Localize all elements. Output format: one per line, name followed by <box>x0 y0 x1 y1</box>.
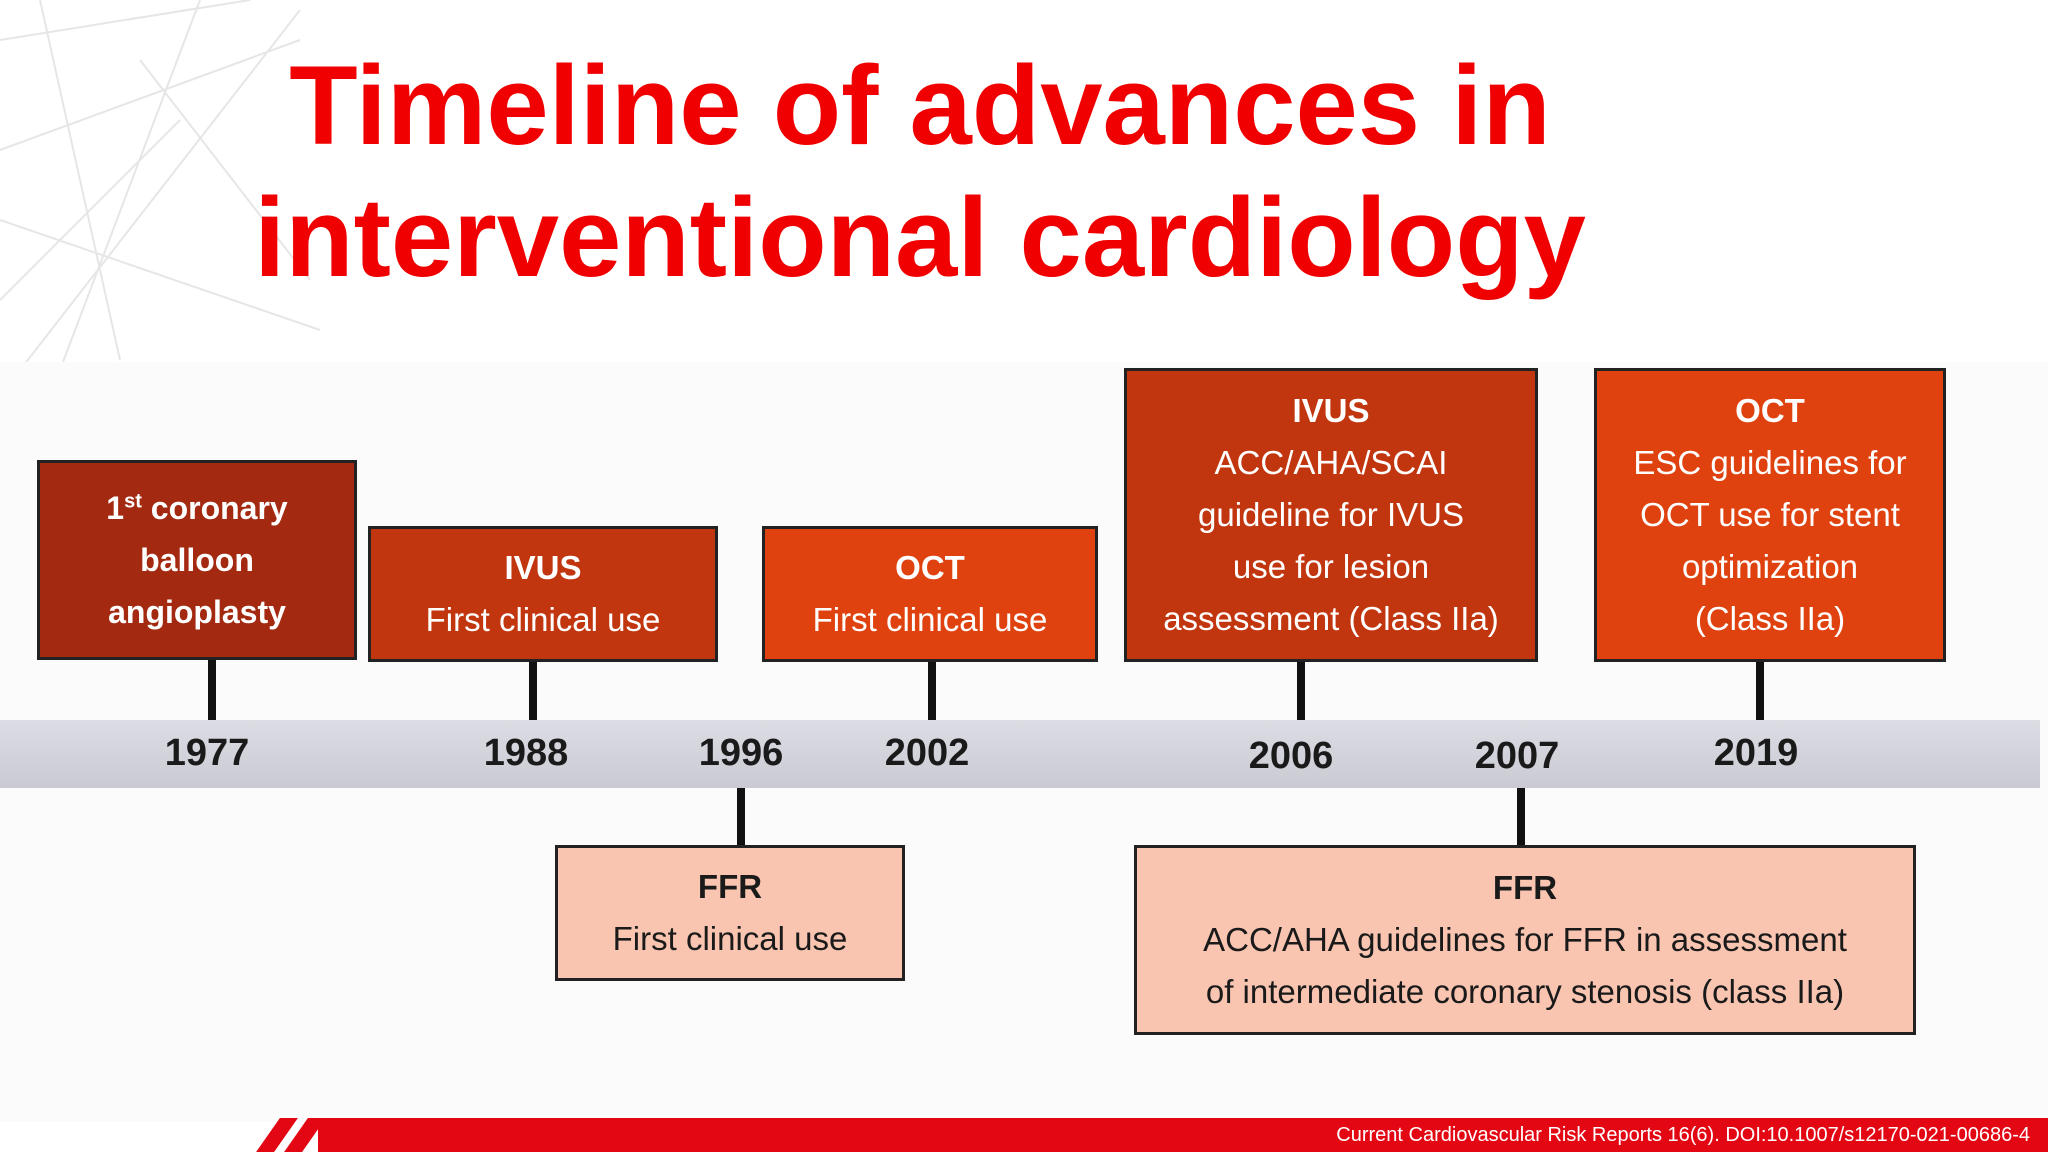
milestone-line: assessment (Class IIa) <box>1163 600 1499 637</box>
year-label-2007: 2007 <box>1474 735 1560 777</box>
milestone-line: angioplasty <box>108 594 286 630</box>
footer-band: Current Cardiovascular Risk Reports 16(6… <box>318 1118 2048 1152</box>
connector-1996 <box>737 788 745 846</box>
connector-2002 <box>928 660 936 720</box>
timeline-axis-bar <box>0 720 2040 788</box>
milestone-box-1977: 1st coronary balloon angioplasty <box>37 460 357 660</box>
milestone-box-2006: IVUS ACC/AHA/SCAI guideline for IVUS use… <box>1124 368 1538 662</box>
slide-title-line2: interventional cardiology <box>254 175 1586 300</box>
milestone-heading: OCT <box>1735 392 1805 429</box>
year-label-1988: 1988 <box>483 732 569 774</box>
year-label-1977: 1977 <box>164 732 250 774</box>
connector-2019 <box>1756 660 1764 720</box>
milestone-line: use for lesion <box>1232 548 1430 585</box>
ordinal-suffix: st <box>124 490 142 513</box>
milestone-line: balloon <box>140 542 254 578</box>
ordinal-number: 1 <box>106 490 125 526</box>
milestone-text: coronary <box>150 490 288 526</box>
milestone-line: ACC/AHA guidelines for FFR in assessment <box>1203 921 1847 958</box>
milestone-heading: FFR <box>1492 869 1558 906</box>
citation-text: Current Cardiovascular Risk Reports 16(6… <box>1336 1124 2030 1146</box>
footer-bar: Current Cardiovascular Risk Reports 16(6… <box>0 1118 2048 1152</box>
milestone-line: First clinical use <box>612 920 848 957</box>
milestone-box-2007: FFR ACC/AHA guidelines for FFR in assess… <box>1134 845 1916 1035</box>
milestone-box-2019: OCT ESC guidelines for OCT use for stent… <box>1594 368 1946 662</box>
milestone-line: First clinical use <box>812 601 1048 638</box>
year-label-2019: 2019 <box>1713 732 1799 774</box>
milestone-heading: IVUS <box>1292 392 1370 429</box>
milestone-box-1996: FFR First clinical use <box>555 845 905 981</box>
slide-title-line1: Timeline of advances in <box>289 43 1551 168</box>
year-label-2006: 2006 <box>1248 735 1334 777</box>
milestone-heading: OCT <box>895 549 965 586</box>
year-label-1996: 1996 <box>698 732 784 774</box>
milestone-line: guideline for IVUS <box>1198 496 1464 533</box>
milestone-box-2002: OCT First clinical use <box>762 526 1098 662</box>
connector-2007 <box>1517 788 1525 846</box>
milestone-line: of intermediate coronary stenosis (class… <box>1205 973 1845 1010</box>
milestone-line: 1st coronary <box>106 482 287 534</box>
decorative-line-pattern <box>0 0 321 370</box>
connector-1988 <box>529 660 537 720</box>
slide-title: Timeline of advances in interventional c… <box>0 40 1840 304</box>
milestone-line: (Class IIa) <box>1694 600 1846 637</box>
year-label-2002: 2002 <box>884 732 970 774</box>
connector-2006 <box>1297 660 1305 720</box>
milestone-heading: FFR <box>697 868 763 905</box>
milestone-line: OCT use for stent <box>1640 496 1900 533</box>
milestone-heading: IVUS <box>504 549 582 586</box>
milestone-line: First clinical use <box>425 601 661 638</box>
milestone-line: ACC/AHA/SCAI <box>1214 444 1448 481</box>
milestone-line: ESC guidelines for <box>1633 444 1907 481</box>
milestone-line: optimization <box>1681 548 1859 585</box>
connector-1977 <box>208 658 216 720</box>
milestone-box-1988: IVUS First clinical use <box>368 526 718 662</box>
